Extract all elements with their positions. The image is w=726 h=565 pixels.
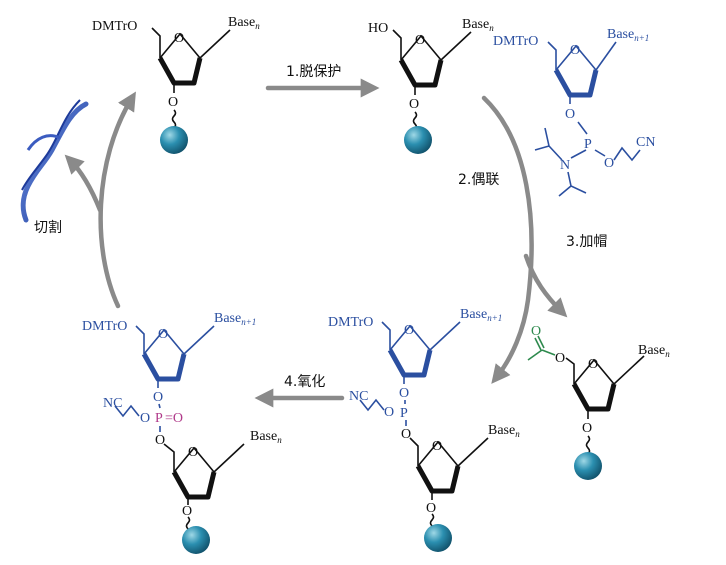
step-cleavage-label: 切割 [34,219,62,236]
linker-oxygen-label: O [409,97,419,112]
linker-oxygen-label: O [582,421,592,436]
base-label: Basen+1 [607,27,649,43]
base-label: Basen [228,15,260,31]
oxygen-label: O [153,390,163,405]
linker-oxygen-label: O [182,504,192,519]
nitrogen-label: N [560,158,570,173]
linker-oxygen-label: O [426,501,436,516]
ring-oxygen-label: O [432,439,442,454]
dmtro-label: DMTrO [92,19,137,34]
oxygen-label: O [384,405,394,420]
linker-oxygen-label: O [168,95,178,110]
arrow-coupling [481,95,534,384]
ring-oxygen-label: O [158,327,168,342]
step-capping-label: 3.加帽 [566,234,607,250]
step-deprotection-label: 1.脱保护 [286,64,341,80]
arrow-cleavage [64,154,103,213]
base-label: Basen [250,429,282,445]
cyano-label: NC [103,396,122,411]
carbonyl-oxygen-label: O [531,324,541,339]
phosphoramidite-monomer: DMTrO O Basen+1 O P N O CN [493,27,655,197]
ho-label: HO [368,21,388,36]
base-label: Basen [462,17,494,33]
base-label: Basen [638,343,670,359]
oxygen-label: O [140,411,150,426]
solid-support-bead [182,526,210,554]
solid-support-bead [424,524,452,552]
ring-oxygen-label: O [588,357,598,372]
phosphorus-label: P [584,137,592,152]
dmtro-label: DMTrO [328,315,373,330]
bridging-oxygen-label: O [155,433,165,448]
oxygen-label: O [604,156,614,171]
capped-nucleoside: O O O Basen O [527,324,670,480]
bridging-oxygen-label: O [401,427,411,442]
step-oxidation-label: 4.氧化 [284,374,325,390]
ring-oxygen-label: O [188,445,198,460]
step-coupling-label: 2.偶联 [458,172,499,188]
base-label: Basen [488,423,520,439]
ring-oxygen-label: O [174,31,184,46]
base-label: Basen+1 [460,307,502,323]
phosphorus-label: P [400,406,408,421]
phosphite-triester-dimer: DMTrO O Basen+1 O P O NC O O Basen O [328,307,520,552]
solid-support-bead [160,126,188,154]
cleaved-oligonucleotide-ribbon [20,99,89,223]
nucleoside-dmtr-protected: DMTrO O Basen O [92,15,260,154]
cyano-label: CN [636,135,655,150]
phosphorus-label: P [155,411,163,426]
ring-oxygen-label: O [570,43,580,58]
ring-oxygen-label: O [404,323,414,338]
dmtro-label: DMTrO [82,319,127,334]
base-label: Basen+1 [214,311,256,327]
dmtro-label: DMTrO [493,34,538,49]
solid-support-bead [404,126,432,154]
oxygen-label: O [399,386,409,401]
arrow-cycle-return [98,91,136,309]
phosphate-triester-dimer: DMTrO O Basen+1 O P =O O NC O O Basen O [82,311,282,554]
ring-oxygen-label: O [415,33,425,48]
arrow-capping [523,253,568,318]
reaction-arrows [64,78,568,408]
nucleoside-deprotected: HO O Basen O [368,17,494,154]
oxygen-label: O [565,107,575,122]
solid-support-bead [574,452,602,480]
ester-oxygen-label: O [555,351,565,366]
cyano-label: NC [349,389,368,404]
phosphoryl-oxygen-label: =O [165,411,183,426]
